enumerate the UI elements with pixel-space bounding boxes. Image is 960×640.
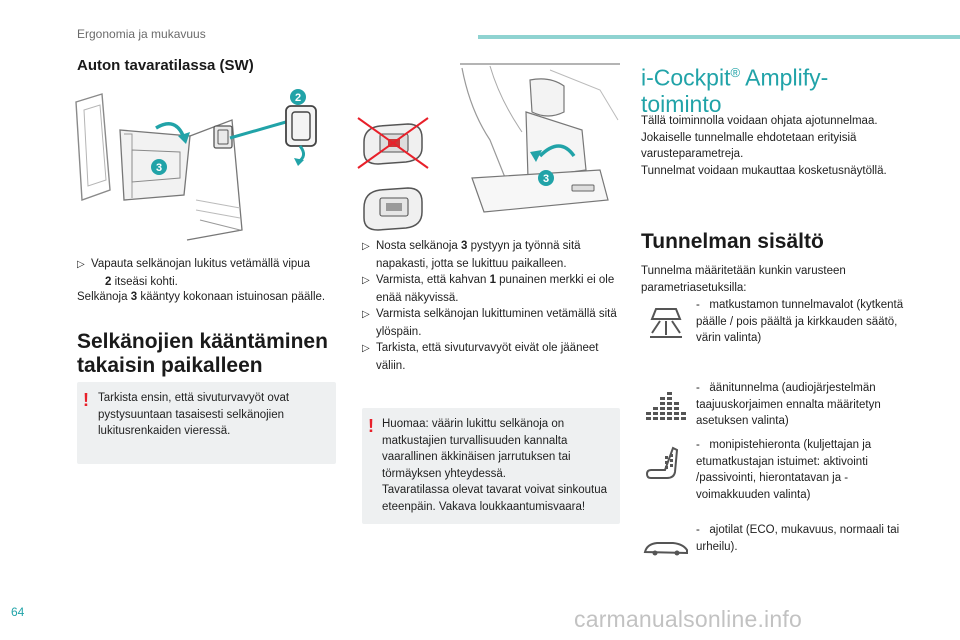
instruction-step-release: ▷Vapauta selkänojan lukitus vetämällä vi…: [77, 258, 311, 288]
warning-icon: !: [368, 416, 374, 436]
badge-3-left: 3: [156, 162, 162, 174]
instruction-step-check-lock: ▷Varmista selkänojan lukittuminen vetämä…: [362, 308, 617, 338]
warning-box-belts: ! Tarkista ensin, että sivuturvavyöt ova…: [77, 382, 336, 464]
feature-cabin-light: - matkustamon tunnelmavalot (kytkentä pä…: [696, 299, 904, 344]
section-title-mood-content: Tunnelman sisältö: [641, 230, 824, 253]
instruction-list-restore: ▷Nosta selkänoja 3 pystyyn ja työnnä sit…: [362, 238, 620, 374]
icockpit-intro: Tällä toiminnolla voidaan ohjata ajotunn…: [641, 115, 887, 177]
seat-lock-illustration: 3: [350, 60, 622, 250]
instruction-step-raise: ▷Nosta selkänoja 3 pystyyn ja työnnä sit…: [362, 240, 581, 270]
instruction-para-seatback: Selkänoja 3 kääntyy kokonaan istuinosan …: [77, 291, 326, 303]
badge-3-mid: 3: [543, 173, 549, 185]
watermark: carmanualsonline.info: [574, 606, 802, 632]
header-accent-bar: [478, 35, 960, 39]
instruction-step-check-belts: ▷Tarkista, että sivuturvavyöt eivät ole …: [362, 342, 599, 372]
section-title-icockpit: i-Cockpit® Amplify- toiminto: [641, 64, 829, 117]
section-title-restore: Selkänojien kääntäminen takaisin paikall…: [77, 330, 328, 377]
mood-content-intro: Tunnelma määritetään kunkin varusteen pa…: [641, 265, 846, 294]
seat-massage-icon: [645, 446, 679, 479]
warning-text-lock: Huomaa: väärin lukittu selkänoja on matk…: [382, 418, 608, 513]
feature-driving-modes: - ajotilat (ECO, mukavuus, normaali tai …: [696, 524, 900, 553]
warning-box-lock: ! Huomaa: väärin lukittu selkänoja on ma…: [362, 408, 620, 524]
instruction-step-check-handle: ▷Varmista, että kahvan 1 punainen merkki…: [362, 274, 615, 304]
trunk-seat-illustration: 2 3: [72, 80, 340, 250]
section-header: Ergonomia ja mukavuus: [77, 27, 206, 41]
driving-mode-icon: [643, 542, 688, 556]
section-title-trunk: Auton tavaratilassa (SW): [77, 57, 254, 74]
cabin-light-icon: [650, 308, 682, 338]
badge-2: 2: [295, 92, 301, 104]
feature-massage: - monipistehieronta (kuljettajan ja etum…: [696, 439, 872, 501]
sound-equalizer-icon: [646, 392, 686, 420]
page-number: 64: [11, 605, 25, 619]
feature-sound: - äänitunnelma (audiojärjestelmän taajuu…: [696, 382, 881, 427]
warning-text-belts: Tarkista ensin, että sivuturvavyöt ovat …: [98, 392, 290, 437]
warning-icon: !: [83, 390, 89, 410]
